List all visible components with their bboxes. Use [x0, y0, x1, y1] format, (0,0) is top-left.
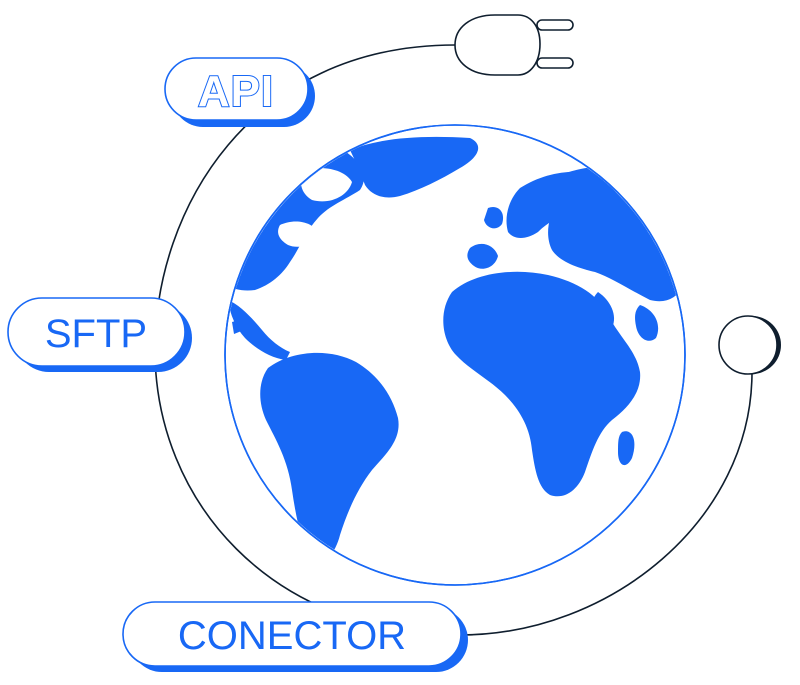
globe-icon — [224, 124, 686, 586]
connector-label: CONECTOR — [178, 614, 406, 658]
plug-icon — [454, 14, 574, 76]
port-icon — [718, 315, 781, 375]
sftp-pill: SFTP — [7, 297, 192, 372]
connector-pill: CONECTOR — [122, 601, 468, 672]
sftp-label: SFTP — [45, 312, 147, 356]
api-pill: API — [164, 57, 315, 127]
orbit-line — [154, 44, 753, 636]
api-label: API — [198, 67, 274, 116]
